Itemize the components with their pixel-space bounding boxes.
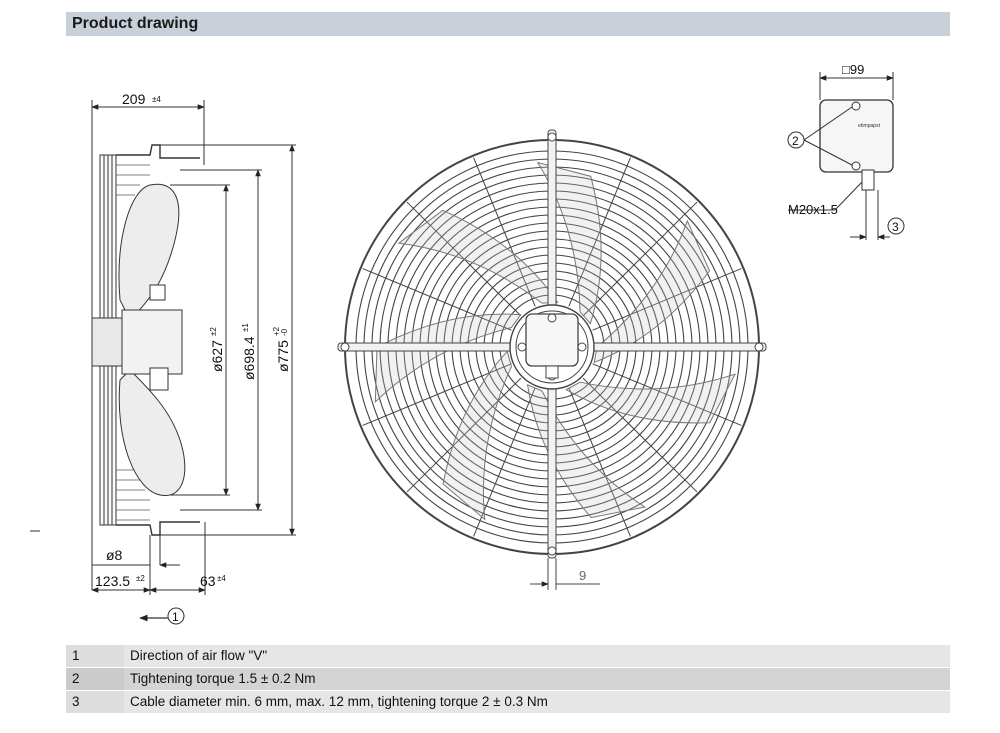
fan-blade <box>565 373 736 424</box>
fan-blade <box>526 383 647 519</box>
dim-dia-698: ø698.4 <box>241 336 257 380</box>
legend-text: Tightening torque 1.5 ± 0.2 Nm <box>130 671 316 686</box>
side-view <box>30 100 296 622</box>
callout-3: 3 <box>892 220 899 234</box>
legend-text: Direction of air flow "V" <box>130 648 268 663</box>
terminal-box <box>787 72 905 240</box>
dim-slot: 9 <box>579 568 586 583</box>
section-header: Product drawing <box>66 12 950 36</box>
product-drawing: 209 ±4 ø627 ±2 ø698.4 ±1 ø775 +2 -0 ø8 1… <box>30 62 905 625</box>
legend-num: 3 <box>66 691 124 713</box>
dim-dia-627: ø627 <box>209 340 225 372</box>
fan-blade <box>397 209 559 304</box>
legend-row: 2 Tightening torque 1.5 ± 0.2 Nm <box>66 668 950 690</box>
section-title: Product drawing <box>72 15 199 32</box>
guard-strut <box>362 363 512 426</box>
guard-strut <box>473 157 536 307</box>
dim-depth-123-tol: ±2 <box>136 574 145 583</box>
guard-strut <box>406 377 522 493</box>
dim-dia-775-tol-lower: -0 <box>280 328 289 336</box>
legend-row: 1 Direction of air flow "V" <box>66 645 950 667</box>
dim-width-tol: ±4 <box>152 95 161 104</box>
guard-strut <box>582 377 698 493</box>
dim-hole: ø8 <box>106 547 123 563</box>
fan-blades <box>374 161 736 521</box>
guard-strut <box>568 157 631 307</box>
fan-blade <box>536 161 602 325</box>
front-view <box>337 129 767 590</box>
legend-num: 2 <box>66 668 124 690</box>
guard-strut <box>362 268 512 331</box>
dim-dia-627-tol: ±2 <box>209 327 218 336</box>
dim-depth-123: 123.5 <box>95 573 130 589</box>
legend-text: Cable diameter min. 6 mm, max. 12 mm, ti… <box>130 694 548 709</box>
guard-strut <box>592 268 742 331</box>
guard-strut <box>592 363 742 426</box>
guard-strut <box>582 201 698 317</box>
legend-table: 1 Direction of air flow "V" 2 Tightening… <box>66 645 950 714</box>
dim-dia-698-tol: ±1 <box>241 323 250 332</box>
dim-width: 209 <box>122 91 146 107</box>
dim-depth-63-tol: ±4 <box>217 574 226 583</box>
callout-2: 2 <box>792 134 799 148</box>
dim-depth-63: 63 <box>200 573 216 589</box>
legend-num: 1 <box>66 645 124 667</box>
fan-blade <box>442 350 512 521</box>
callout-1-label: 1 <box>172 610 179 624</box>
legend-row: 3 Cable diameter min. 6 mm, max. 12 mm, … <box>66 691 950 713</box>
dim-dia-775: ø775 <box>275 340 291 372</box>
side-guard-ribs <box>116 164 150 521</box>
box-size: □99 <box>842 62 864 77</box>
callout-1: 1 <box>167 607 185 625</box>
brand-logo: ebmpapst <box>858 123 881 129</box>
cable-gland: M20x1.5 <box>788 202 838 217</box>
dim-dia-775-tol-upper: +2 <box>272 326 281 336</box>
